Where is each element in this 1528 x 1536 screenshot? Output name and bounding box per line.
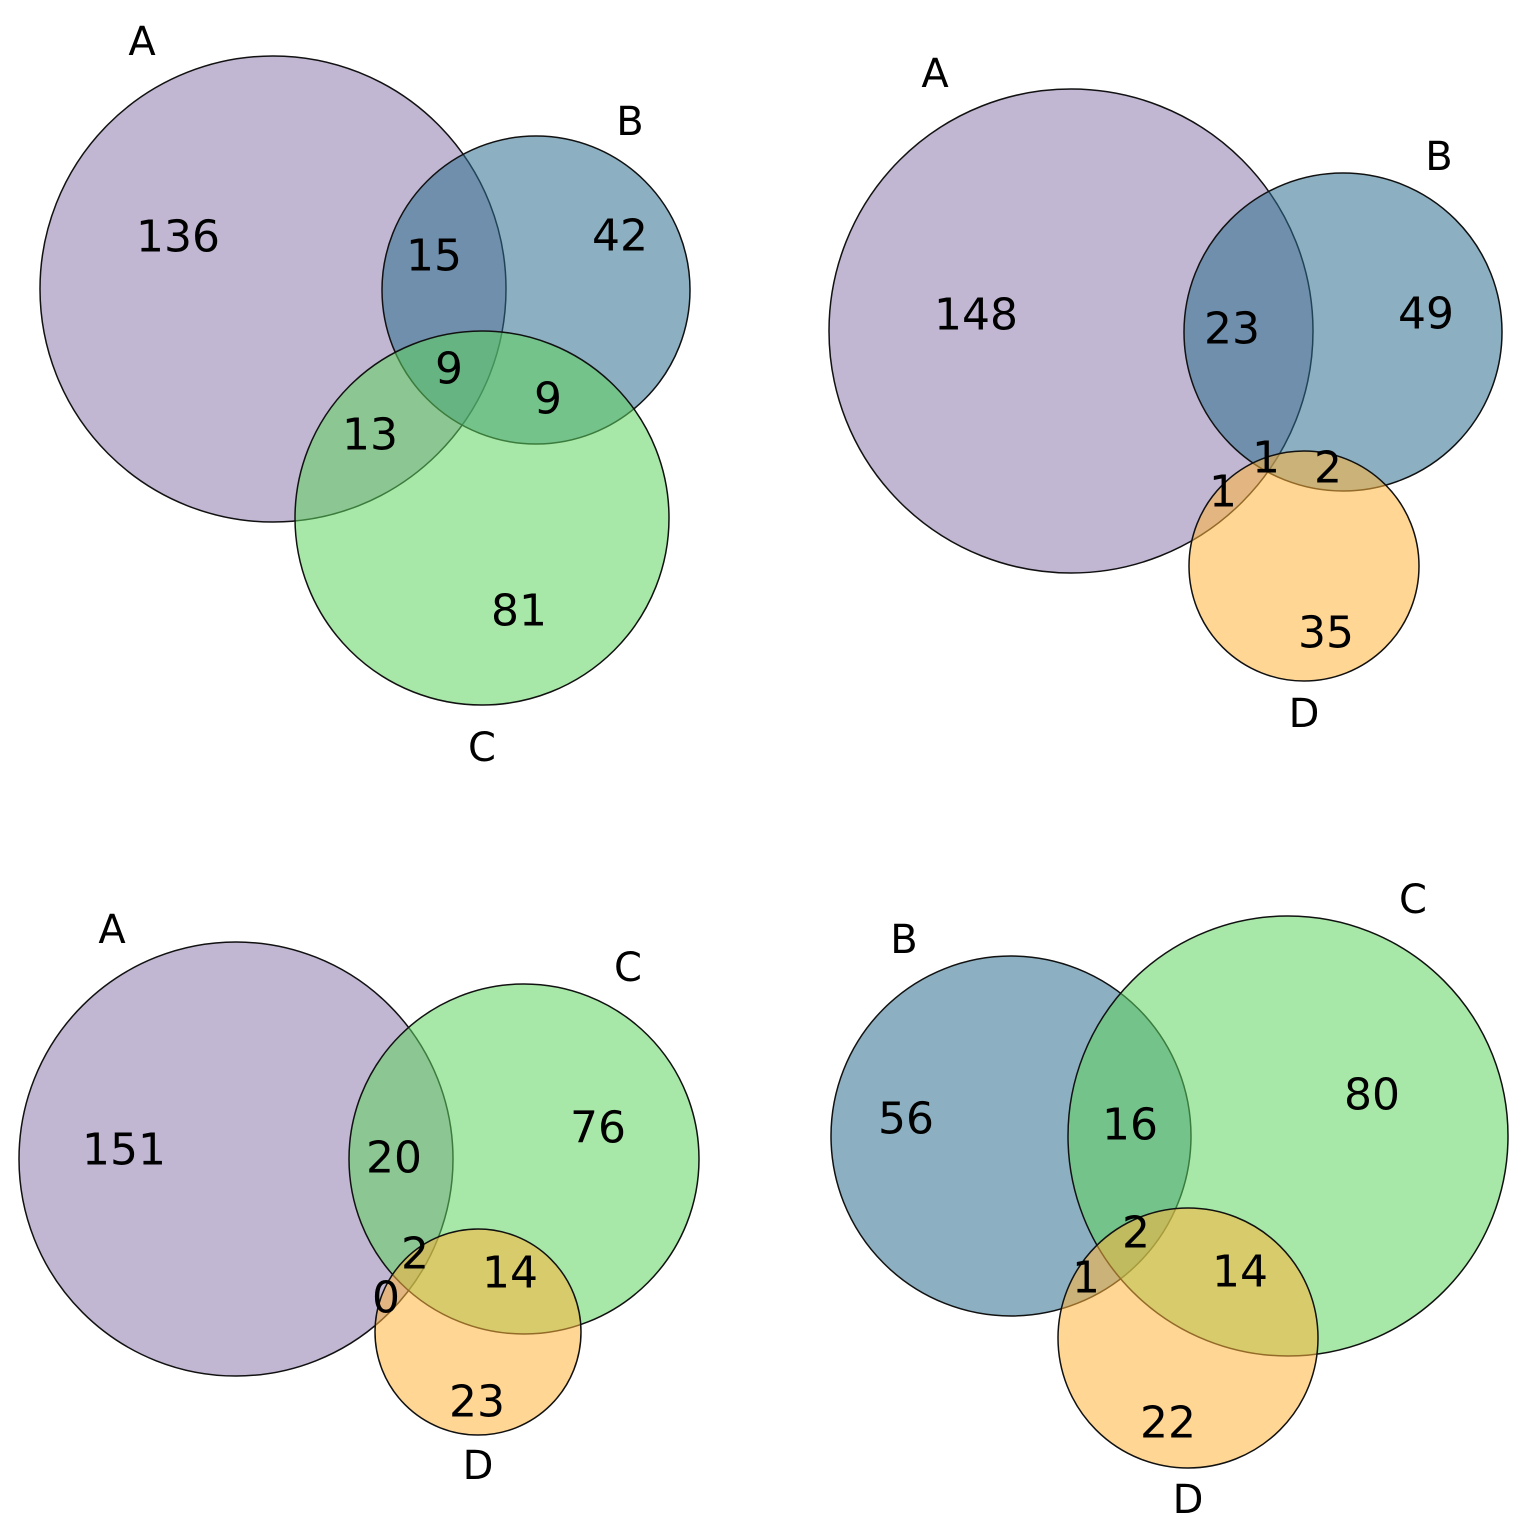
venn-acd-region-a: 151 xyxy=(82,1125,166,1176)
venn-abd-region-b: 49 xyxy=(1398,289,1454,340)
venn-abc-set-label-a: A xyxy=(128,19,156,65)
venn-abd-circle-d xyxy=(1188,450,1420,682)
venn-acd-region-d: 23 xyxy=(449,1377,505,1428)
venn-abd-region-d: 35 xyxy=(1298,608,1354,659)
venn-acd-set-label-c: C xyxy=(614,945,642,991)
venn-bcd: B C D 56 16 80 21 14 22 xyxy=(830,877,1509,1523)
venn-bcd-set-label-d: D xyxy=(1173,1477,1204,1523)
venn-abc-region-ab: 15 xyxy=(406,231,462,282)
venn-bcd-region-bcd: 2 xyxy=(1122,1208,1150,1259)
venn-abd-set-label-d: D xyxy=(1289,691,1320,737)
venn-acd-circle-d xyxy=(374,1228,582,1436)
venn-abd-region-ad: 1 xyxy=(1209,467,1237,518)
venn-abd-region-bd: 2 xyxy=(1314,443,1342,494)
venn-abc-region-a: 136 xyxy=(136,212,220,263)
venn-abc-region-ac: 13 xyxy=(342,410,398,461)
venn-abc: A B C 136 15 42 9 9 13 81 xyxy=(39,19,691,771)
venn-abc-region-abc: 9 xyxy=(435,344,463,395)
venn-abc-set-label-c: C xyxy=(468,725,496,771)
venn-bcd-set-label-c: C xyxy=(1399,877,1427,923)
venn-abc-region-bc: 9 xyxy=(534,374,562,425)
venn-abc-circle-c xyxy=(294,330,670,706)
venn-bcd-region-bc: 16 xyxy=(1102,1100,1158,1151)
venn-bcd-circle-d xyxy=(1057,1207,1319,1469)
venn-acd-region-cd: 14 xyxy=(482,1248,538,1299)
venn-acd: A C D 151 20 76 20 14 23 xyxy=(18,907,700,1489)
venn-abc-set-label-b: B xyxy=(616,99,643,145)
venn-abd-region-a: 148 xyxy=(934,290,1018,341)
venn-bcd-region-c: 80 xyxy=(1344,1070,1400,1121)
venn-abc-region-b: 42 xyxy=(592,211,648,262)
venn-bcd-region-d: 22 xyxy=(1140,1398,1196,1449)
venn-abd-set-label-a: A xyxy=(921,51,949,97)
venn-abd-region-ab: 23 xyxy=(1204,304,1260,355)
venn-acd-region-ad: 0 xyxy=(372,1273,400,1324)
venn-acd-region-c: 76 xyxy=(570,1103,626,1154)
venn-abd-region-abd: 1 xyxy=(1252,433,1280,484)
venn-bcd-region-cd: 14 xyxy=(1212,1247,1268,1298)
venn-acd-set-label-d: D xyxy=(463,1443,494,1489)
venn-acd-region-acd: 2 xyxy=(401,1229,429,1280)
venn-bcd-set-label-b: B xyxy=(890,917,917,963)
venn-bcd-region-b: 56 xyxy=(878,1094,934,1145)
venn-abc-region-c: 81 xyxy=(491,586,547,637)
venn-bcd-region-bd: 1 xyxy=(1072,1253,1100,1304)
venn-abd-set-label-b: B xyxy=(1425,134,1452,180)
venn-acd-set-label-a: A xyxy=(98,907,126,953)
venn-acd-region-ac: 20 xyxy=(366,1133,422,1184)
